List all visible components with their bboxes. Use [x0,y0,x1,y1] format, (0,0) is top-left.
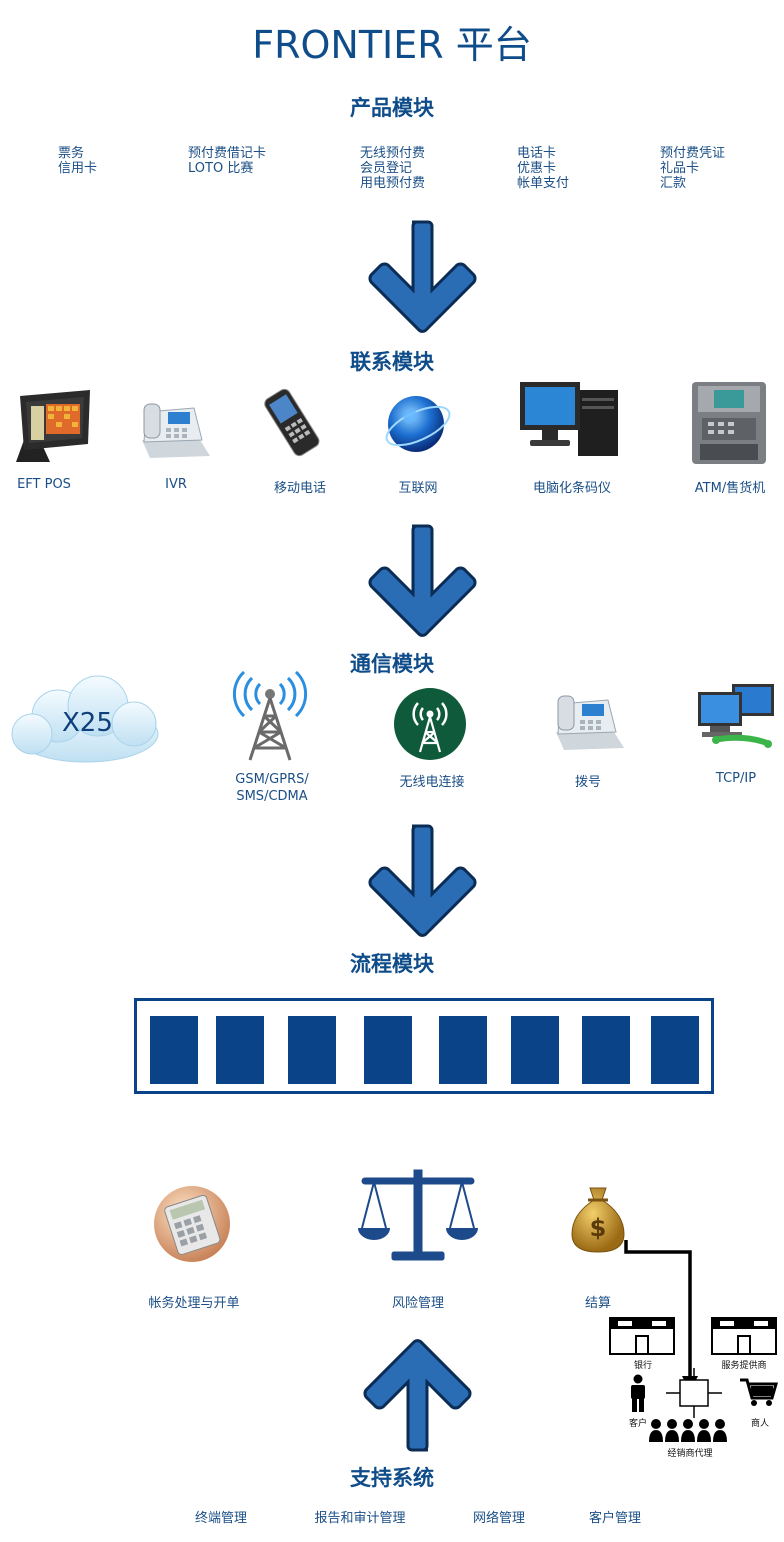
contact-label-internet: 互联网 [398,481,438,496]
comm-label-tcp: TCP/IP [715,771,757,786]
product-item: 预付费凭证 [660,146,726,161]
exchange-hub-icon [666,1368,722,1418]
product-item: 优惠卡 [517,161,557,176]
support-item-network: 网络管理 [472,1511,525,1526]
pos-terminal-icon [16,390,90,462]
product-group-5: 预付费凭证 礼品卡 汇款 [660,146,725,191]
product-item: 汇款 [660,176,687,191]
cloud-label-x25: X25 [62,708,113,738]
money-bag-icon: $ [571,1187,625,1253]
bank-icon [609,1317,675,1355]
radio-tower-icon [394,688,466,760]
product-item: 帐单支付 [517,176,570,191]
arrow-down-icon [368,824,477,937]
globe-icon [385,396,451,452]
product-item: 信用卡 [58,161,98,176]
process-block [364,1016,412,1084]
process-block [216,1016,264,1084]
contact-label-eft-pos: EFT POS [17,477,71,492]
product-item: LOTO 比赛 [188,161,254,176]
process-block [439,1016,487,1084]
risk-label: 风险管理 [391,1296,444,1311]
billing-label: 帐务处理与开单 [148,1296,240,1311]
contact-label-atm: ATM/售货机 [694,481,766,496]
comm-label-radio: 无线电连接 [399,775,465,790]
section-product-title: 产品模块 [350,96,434,120]
merchant-label: 商人 [750,1419,769,1429]
page-title: FRONTIER 平台 [252,23,532,67]
section-support-title: 支持系统 [350,1466,434,1490]
process-block [288,1016,336,1084]
arrow-down-icon [368,524,477,637]
shopping-cart-icon [740,1378,778,1406]
scales-icon [358,1169,478,1261]
product-item: 礼品卡 [660,161,700,176]
arrow-down-icon [368,220,477,333]
product-group-3: 无线预付费 会员登记 用电预付费 [360,146,425,191]
process-block [511,1016,559,1084]
product-item: 用电预付费 [360,176,426,191]
comm-label-gsm-line1: GSM/GPRS/ [235,772,309,787]
bank-label: 银行 [633,1361,652,1371]
contact-label-mobile: 移动电话 [273,481,326,496]
dial-phone-icon [556,695,624,750]
agents-label: 经销商代理 [667,1449,713,1459]
settlement-label: 结算 [584,1296,611,1311]
section-process-title: 流程模块 [350,952,434,976]
process-block [651,1016,699,1084]
arrow-up-icon [363,1339,472,1452]
contact-label-ivr: IVR [165,477,187,492]
provider-icon [711,1317,777,1355]
customer-label: 客户 [628,1419,647,1429]
section-contact-title: 联系模块 [350,350,434,374]
section-comm-title: 通信模块 [350,652,434,676]
agents-group-icon [649,1419,727,1442]
product-item: 电话卡 [517,146,557,161]
process-block [150,1016,198,1084]
cloud-icon [11,675,159,763]
product-group-2: 预付费借记卡 LOTO 比赛 [188,146,266,176]
product-item: 票务 [58,146,85,161]
mobile-phone-icon [264,388,320,457]
support-item-reports: 报告和审计管理 [314,1511,406,1526]
network-computers-icon [698,684,774,748]
svg-text:$: $ [590,1214,607,1242]
cell-tower-icon [232,670,308,761]
support-item-customer: 客户管理 [588,1511,641,1526]
product-group-4: 电话卡 优惠卡 帐单支付 [517,146,569,191]
process-pipeline [134,998,714,1094]
product-item: 预付费借记卡 [188,146,267,161]
provider-label: 服务提供商 [721,1361,767,1371]
product-item: 会员登记 [360,161,413,176]
computer-icon [520,382,618,456]
product-group-1: 票务 信用卡 [58,146,97,176]
process-block [582,1016,630,1084]
atm-icon [692,382,766,464]
desk-phone-icon [142,403,210,458]
comm-label-dial: 拨号 [574,775,601,790]
customer-person-icon [631,1374,645,1412]
comm-label-gsm-line2: SMS/CDMA [236,789,308,804]
contact-label-barcode: 电脑化条码仪 [532,481,611,496]
support-item-terminal: 终端管理 [194,1511,247,1526]
comm-label-gsm: GSM/GPRS/ SMS/CDMA [228,771,316,805]
product-item: 无线预付费 [360,146,426,161]
calculator-icon [154,1186,230,1262]
